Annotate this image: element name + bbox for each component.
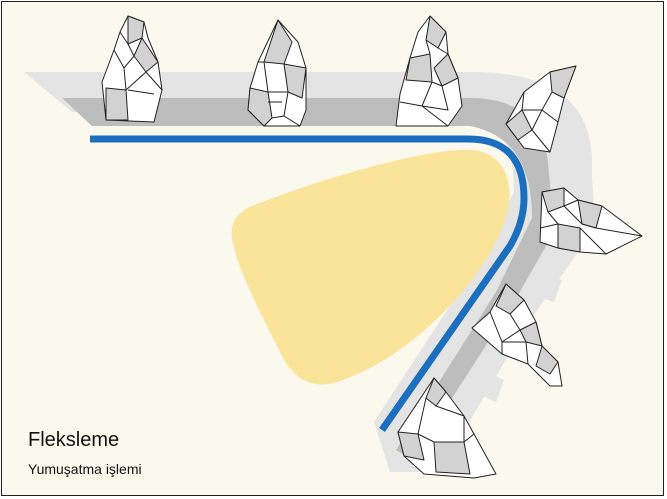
caption-subtitle: Yumuşatma işlemi xyxy=(28,460,142,478)
grain-3 xyxy=(396,16,462,126)
grain-2 xyxy=(248,20,306,126)
caption-title: Fleksleme xyxy=(28,428,142,452)
grain-1 xyxy=(102,16,162,122)
caption-block: Fleksleme Yumuşatma işlemi xyxy=(28,428,142,478)
